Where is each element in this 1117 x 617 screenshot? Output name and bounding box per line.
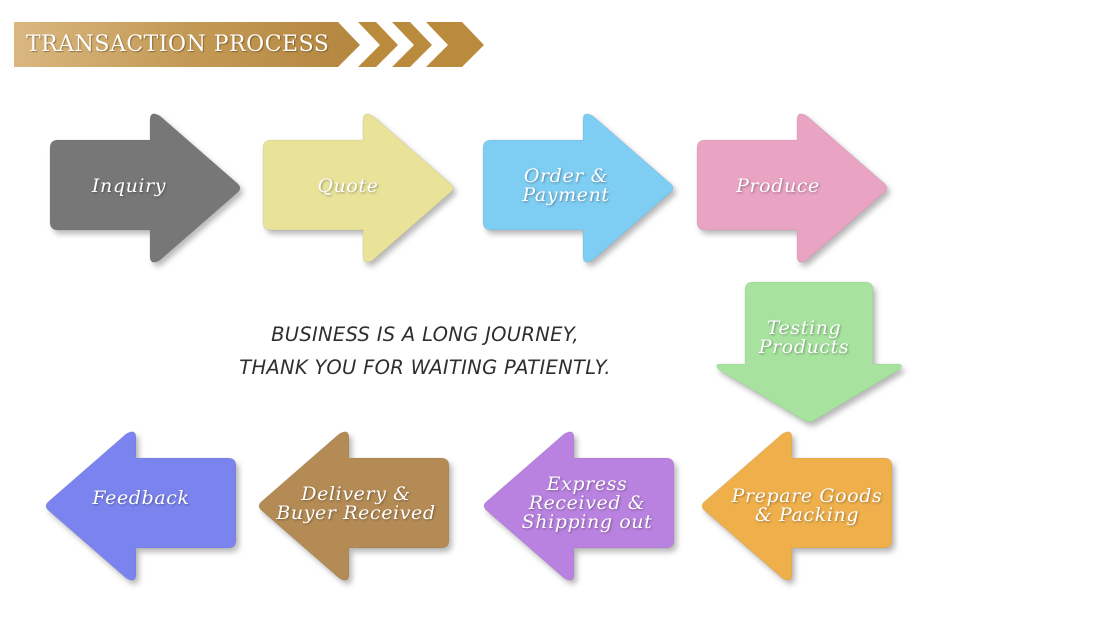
arrow-down-shape (715, 281, 903, 423)
arrow-left-shape (701, 431, 893, 581)
page-title: TRANSACTION PROCESS (26, 32, 330, 57)
arrow-right-shape (49, 113, 241, 263)
step-express-received-shipping-out: Express Received & Shipping out (482, 428, 675, 586)
step-label: Quote (317, 174, 379, 197)
header-chevron-3 (426, 22, 484, 67)
step-produce: Produce (696, 110, 889, 268)
step-label: Testing Products (758, 317, 850, 358)
slogan-line-1: BUSINESS IS A LONG JOURNEY, (271, 323, 579, 346)
step-order-payment: Order & Payment (482, 110, 675, 268)
arrow-left-shape (258, 431, 450, 581)
step-feedback: Feedback (44, 428, 237, 586)
step-delivery-buyer-received: Delivery & Buyer Received (257, 428, 450, 586)
step-inquiry: Inquiry (49, 110, 242, 268)
step-label: Produce (736, 174, 820, 197)
step-label: Express Received & Shipping out (521, 472, 653, 533)
header-chevron-2 (392, 22, 432, 67)
arrow-right-shape (696, 113, 888, 263)
step-label: Order & Payment (522, 165, 610, 206)
arrow-right-shape (482, 113, 674, 263)
step-prepare-goods-packing: Prepare Goods & Packing (700, 428, 893, 586)
slogan: BUSINESS IS A LONG JOURNEY, THANK YOU FO… (160, 318, 690, 384)
header-banner: TRANSACTION PROCESS (0, 0, 520, 80)
step-label: Delivery & Buyer Received (276, 483, 436, 524)
arrow-left-shape (483, 431, 675, 581)
arrow-left-shape (45, 431, 237, 581)
step-label: Feedback (92, 486, 190, 509)
header-banner-graphic (14, 22, 484, 67)
arrow-right-shape (262, 113, 454, 263)
step-testing-products: Testing Products (713, 281, 905, 424)
step-quote: Quote (262, 110, 455, 268)
slogan-line-2: THANK YOU FOR WAITING PATIENTLY. (239, 356, 611, 379)
header-bar (14, 22, 360, 67)
header-chevron-1 (358, 22, 398, 67)
step-label: Prepare Goods & Packing (731, 485, 883, 526)
step-label: Inquiry (91, 174, 167, 197)
